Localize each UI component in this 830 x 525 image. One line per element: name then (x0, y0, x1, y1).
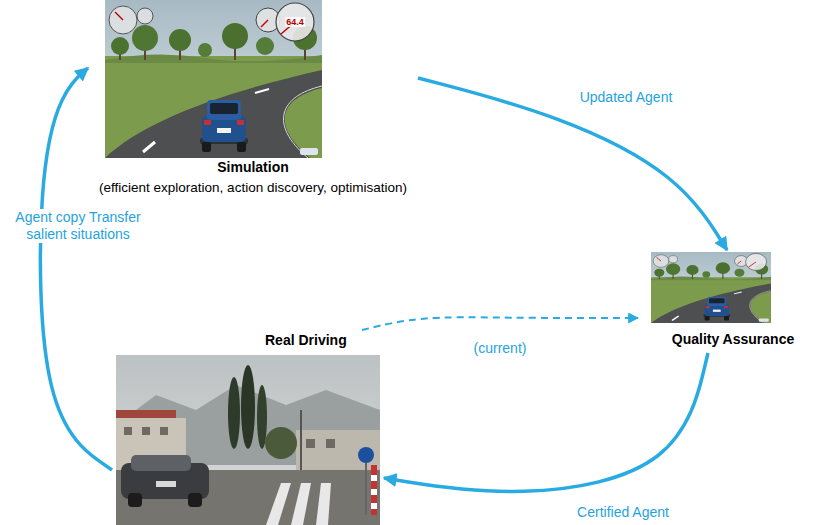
illustration-part (241, 365, 255, 449)
edge-label: Certified Agent (574, 504, 672, 521)
illustration-part (316, 483, 331, 525)
illustration-part (188, 493, 202, 507)
illustration-part (116, 355, 380, 525)
illustration-part (291, 483, 311, 525)
illustration-part (371, 475, 377, 481)
illustration-part (160, 427, 168, 435)
real-driving-panel: Real Driving (112, 330, 384, 525)
gauge-readout: 64.4 (285, 17, 305, 27)
quality-assurance-panel: Quality Assurance (638, 250, 828, 353)
illustration-part (306, 439, 315, 448)
simulation-panel: Simulation (efficient exploration, action… (88, 0, 418, 201)
illustration-part (358, 447, 374, 463)
illustration-part (371, 465, 377, 515)
illustration-part (371, 489, 377, 495)
qa-screenshot (651, 252, 771, 323)
flow-arrow (384, 353, 708, 491)
illustration-part (142, 427, 150, 435)
illustration-part (265, 427, 297, 459)
illustration-part (326, 439, 335, 448)
illustration-part (124, 427, 132, 435)
dashed-flow-arrow (362, 317, 638, 330)
illustration-part (128, 493, 142, 507)
illustration-part (131, 455, 191, 471)
edge-label: (current) (471, 340, 530, 357)
edge-label: Updated Agent (577, 89, 676, 106)
illustration-part (156, 481, 176, 487)
real-driving-photo (116, 355, 380, 525)
panel-heading: Real Driving (265, 332, 347, 349)
simulation-screenshot (105, 0, 322, 158)
panel-heading: Quality Assurance (672, 331, 794, 348)
panel-caption: (efficient exploration, action discovery… (99, 179, 407, 196)
flow-arrow (40, 68, 112, 470)
illustration-part (266, 483, 291, 525)
flow-arrow (418, 78, 727, 250)
illustration-part (116, 410, 176, 418)
panel-heading: Simulation (217, 159, 289, 176)
illustration-part (371, 503, 377, 509)
illustration-part (121, 455, 209, 507)
illustration-part (228, 377, 240, 449)
illustration-part (296, 430, 380, 475)
edge-label: Agent copy Transfer salient situations (3, 209, 153, 243)
